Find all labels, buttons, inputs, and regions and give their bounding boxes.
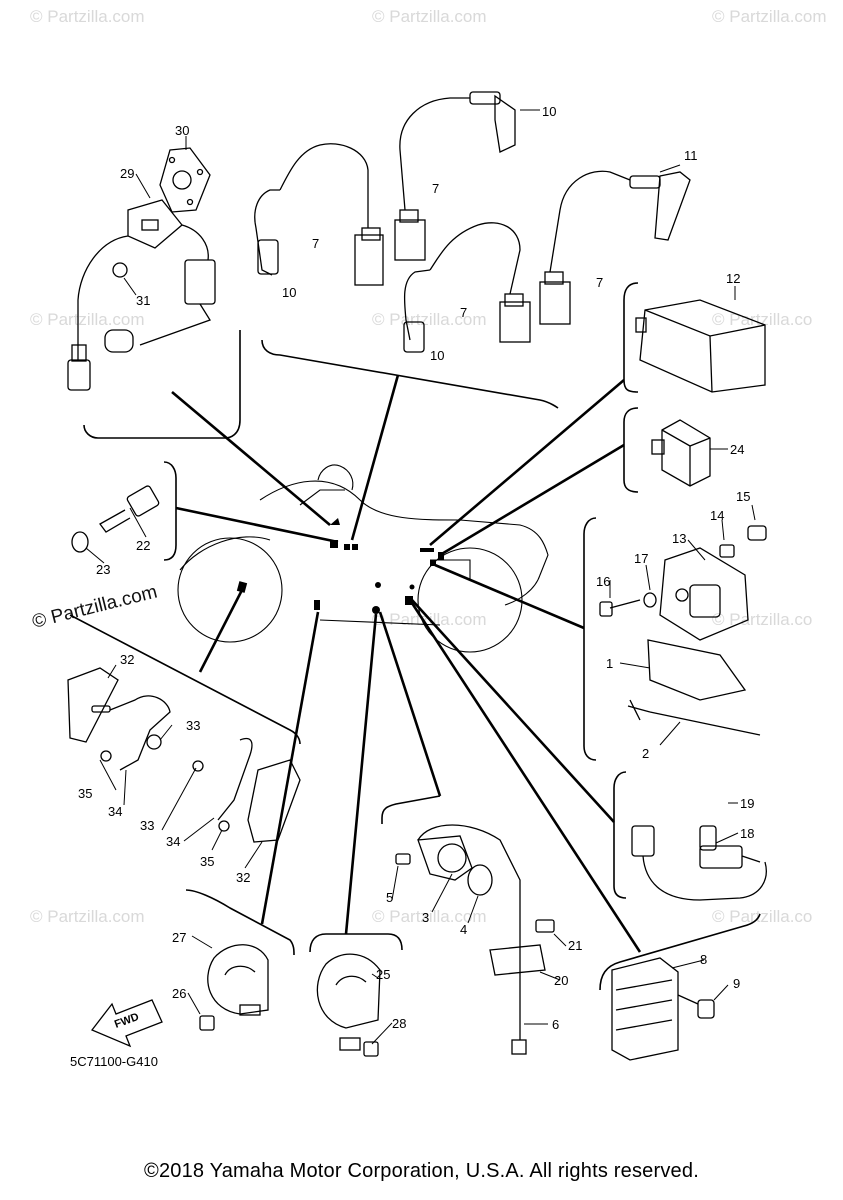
callout-19: 19: [740, 796, 754, 811]
callout-28: 28: [392, 1016, 406, 1031]
callout-5: 5: [386, 890, 393, 905]
callout-leaders: [85, 109, 756, 1045]
neutral-switch-assembly: [395, 824, 555, 1055]
watermark: © Partzilla.co: [712, 907, 812, 926]
callout-14: 14: [710, 508, 724, 523]
callout-numbers: 10 10 10 11 7 7 7 7 12 24 15 14 13 17 16…: [78, 104, 754, 1032]
temperature-sensor: [71, 485, 160, 553]
callout-10: 10: [282, 285, 296, 300]
callout-27: 27: [172, 930, 186, 945]
callout-13: 13: [672, 531, 686, 546]
callout-31: 31: [136, 293, 150, 308]
callout-25: 25: [376, 967, 390, 982]
callout-15: 15: [736, 489, 750, 504]
callout-6: 6: [552, 1017, 559, 1032]
forward-arrow-icon: [90, 999, 163, 1048]
callout-16: 16: [596, 574, 610, 589]
horn-left: [199, 944, 269, 1031]
horn-right: [316, 953, 381, 1057]
watermark-banner: © Partzilla.com: [30, 582, 159, 633]
callout-20: 20: [554, 973, 568, 988]
watermark: © Partzilla.com: [372, 907, 487, 926]
ecu: [635, 299, 766, 393]
callout-21: 21: [568, 938, 582, 953]
callout-32: 32: [120, 652, 134, 667]
callout-35: 35: [78, 786, 92, 801]
rectifier-regulator: [611, 957, 715, 1061]
callout-3: 3: [422, 910, 429, 925]
group-brackets: [69, 282, 761, 991]
callout-34: 34: [108, 804, 122, 819]
callout-7: 7: [432, 181, 439, 196]
reflector-left: [67, 667, 171, 771]
watermark: © Partzilla.com: [30, 907, 145, 926]
callout-7: 7: [596, 275, 603, 290]
watermarks: © Partzilla.com © Partzilla.com © Partzi…: [30, 7, 827, 926]
watermark: © Partzilla.com: [30, 7, 145, 26]
callout-22: 22: [136, 538, 150, 553]
callout-7: 7: [460, 305, 467, 320]
callout-7: 7: [312, 236, 319, 251]
callout-1: 1: [606, 656, 613, 671]
callout-32: 32: [236, 870, 250, 885]
relay: [651, 419, 711, 487]
watermark: © Partzilla.co: [712, 610, 812, 629]
callout-4: 4: [460, 922, 467, 937]
ignition-coils: [254, 91, 691, 353]
harness-connectors: [236, 518, 444, 614]
callout-34: 34: [166, 834, 180, 849]
callout-33: 33: [186, 718, 200, 733]
speed-sensor: [631, 825, 767, 901]
callout-26: 26: [172, 986, 186, 1001]
callout-23: 23: [96, 562, 110, 577]
diagram-code: 5C71100-G410: [70, 1054, 158, 1069]
line-art: [67, 91, 767, 1061]
callout-8: 8: [700, 952, 707, 967]
fuel-sender-assembly: [67, 147, 216, 391]
callout-30: 30: [175, 123, 189, 138]
watermark: © Partzilla.com: [30, 310, 145, 329]
callout-24: 24: [730, 442, 744, 457]
callout-11: 11: [684, 148, 698, 163]
callout-2: 2: [642, 746, 649, 761]
callout-17: 17: [634, 551, 648, 566]
watermark: © Partzilla.com: [372, 7, 487, 26]
callout-12: 12: [726, 271, 740, 286]
starter-relay-assembly: [599, 525, 767, 736]
watermark: © Partzilla.com: [712, 7, 827, 26]
callout-18: 18: [740, 826, 754, 841]
watermark: © Partzilla.com: [372, 310, 487, 329]
callout-10: 10: [542, 104, 556, 119]
copyright-notice: ©2018 Yamaha Motor Corporation, U.S.A. A…: [144, 1160, 699, 1182]
callout-35: 35: [200, 854, 214, 869]
callout-29: 29: [120, 166, 134, 181]
reflector-right: [192, 737, 301, 843]
callout-10: 10: [430, 348, 444, 363]
callout-33: 33: [140, 818, 154, 833]
callout-9: 9: [733, 976, 740, 991]
